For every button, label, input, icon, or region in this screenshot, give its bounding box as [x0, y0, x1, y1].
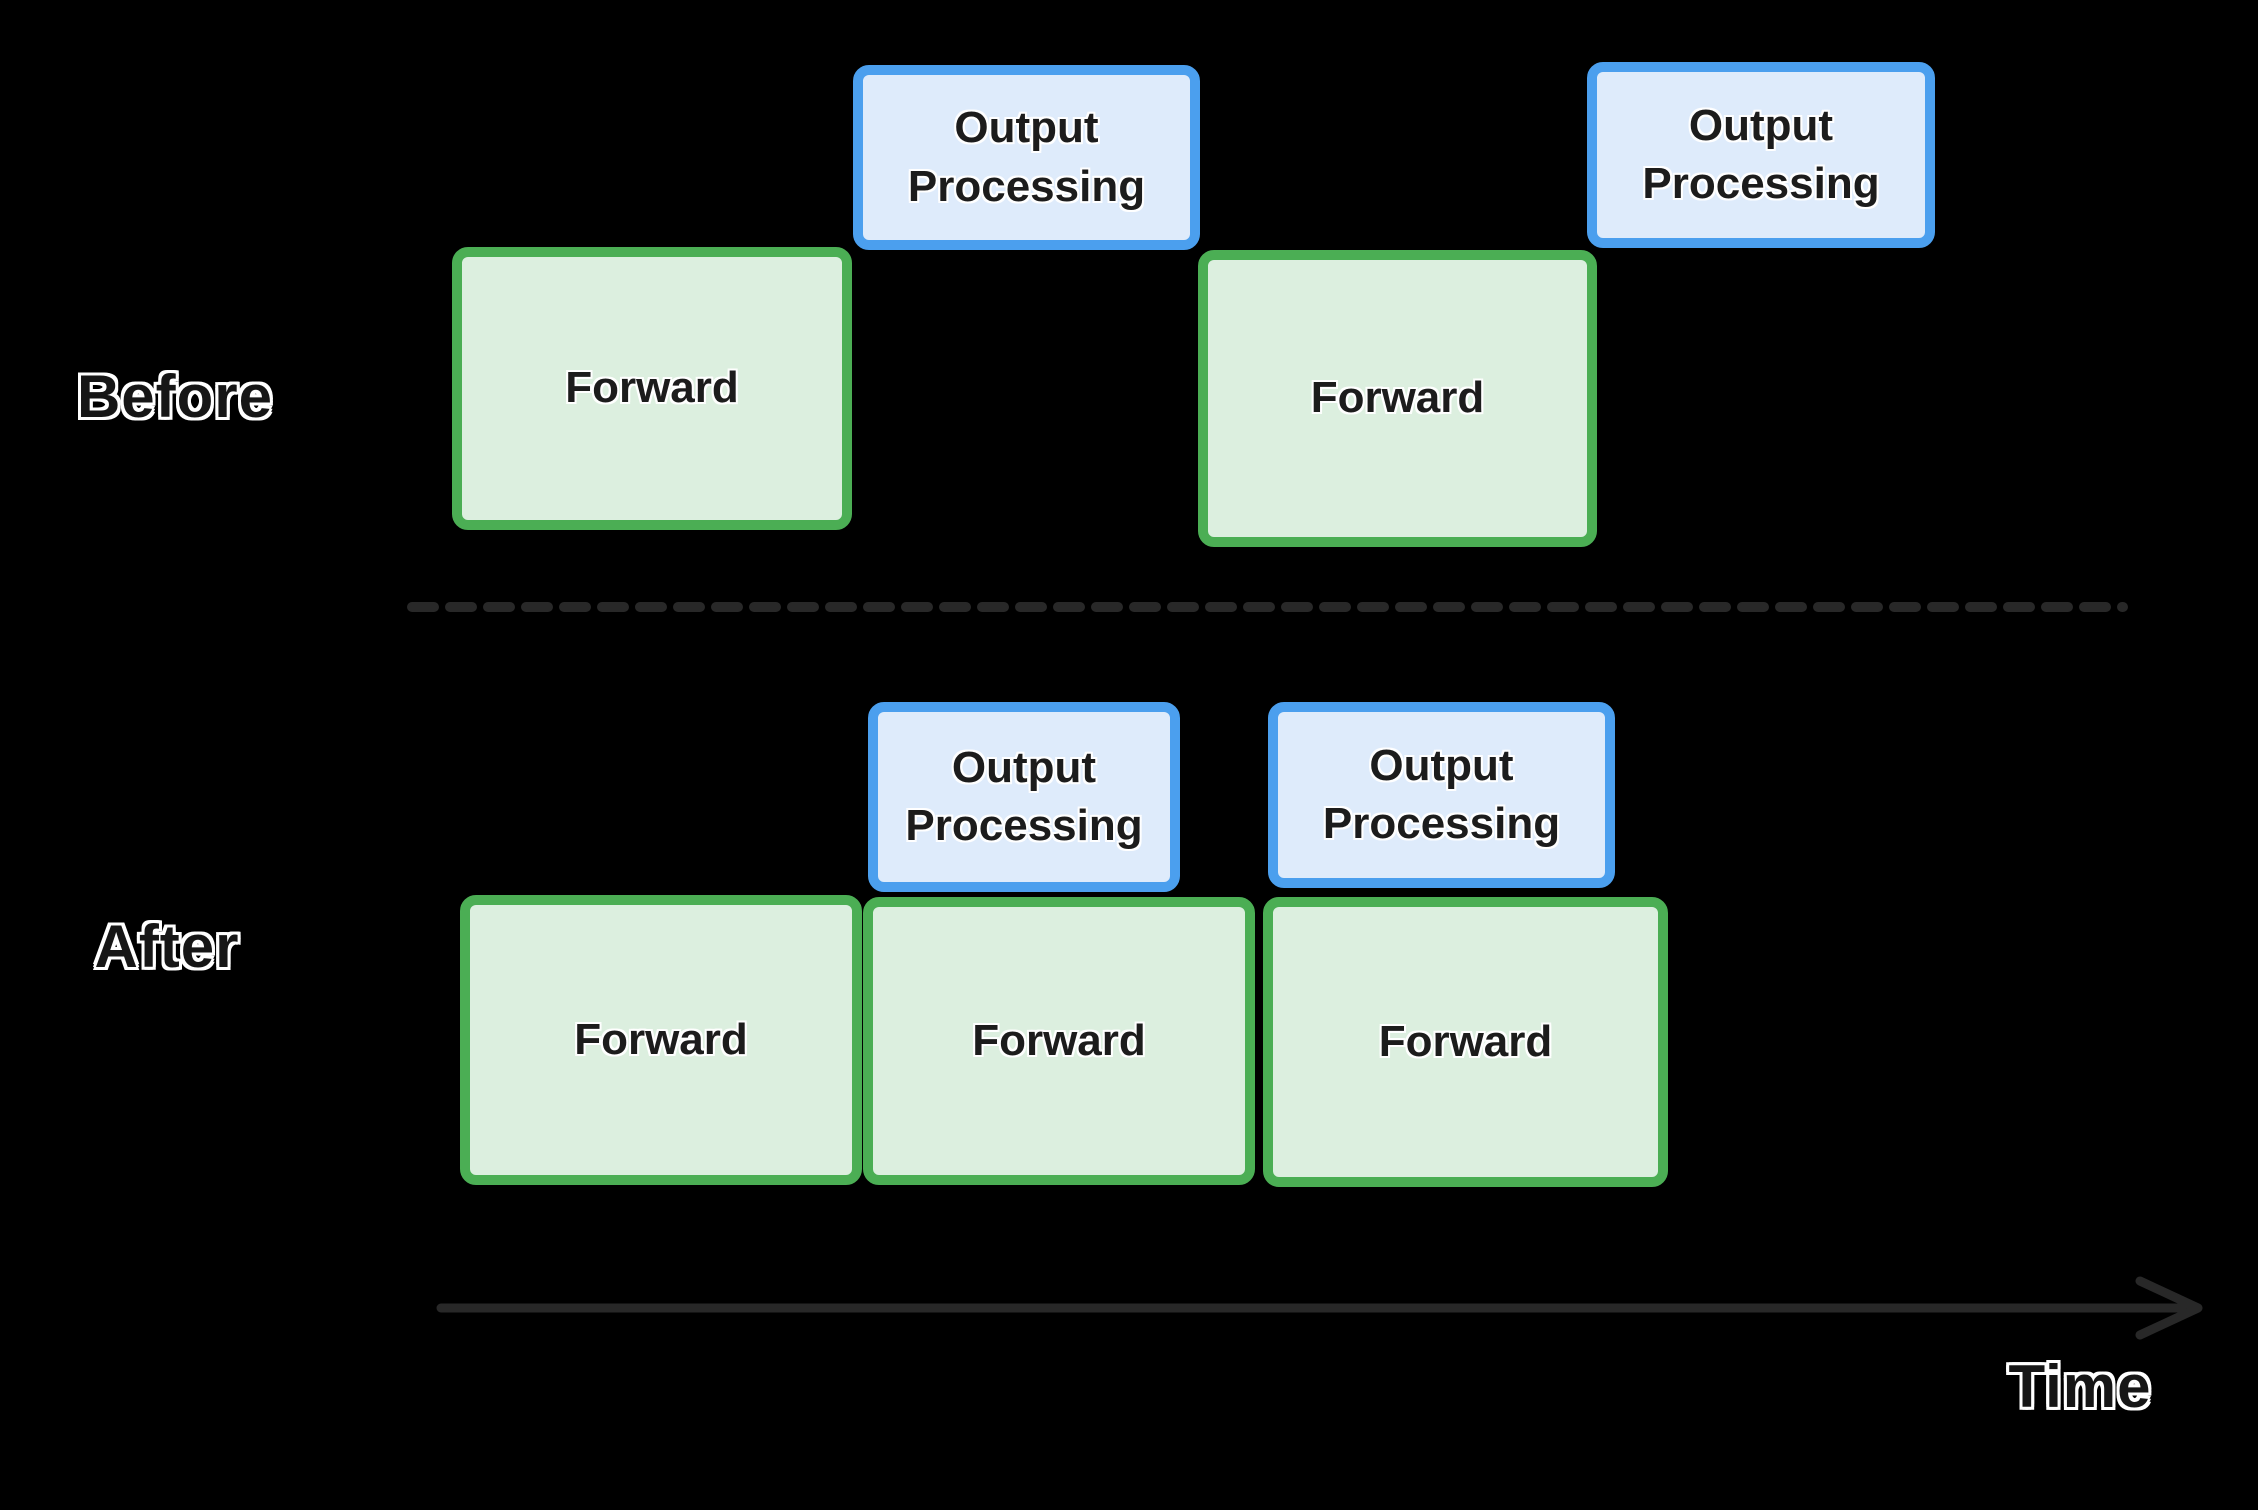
before-forward-block-1: Forward — [452, 247, 852, 530]
after-output-processing-block-1: Output Processing — [868, 702, 1180, 892]
after-section-label: After — [37, 912, 297, 981]
before-output-processing-block-1: Output Processing — [853, 65, 1200, 250]
after-forward-block-3: Forward — [1263, 897, 1668, 1187]
after-forward-block-1: Forward — [460, 895, 862, 1185]
before-output-processing-block-2: Output Processing — [1587, 62, 1935, 248]
before-forward-block-2: Forward — [1198, 250, 1597, 547]
before-section-label: Before — [45, 362, 305, 431]
after-forward-block-2: Forward — [863, 897, 1255, 1185]
time-axis-label: Time — [1950, 1352, 2210, 1421]
after-output-processing-block-2: Output Processing — [1268, 702, 1615, 888]
